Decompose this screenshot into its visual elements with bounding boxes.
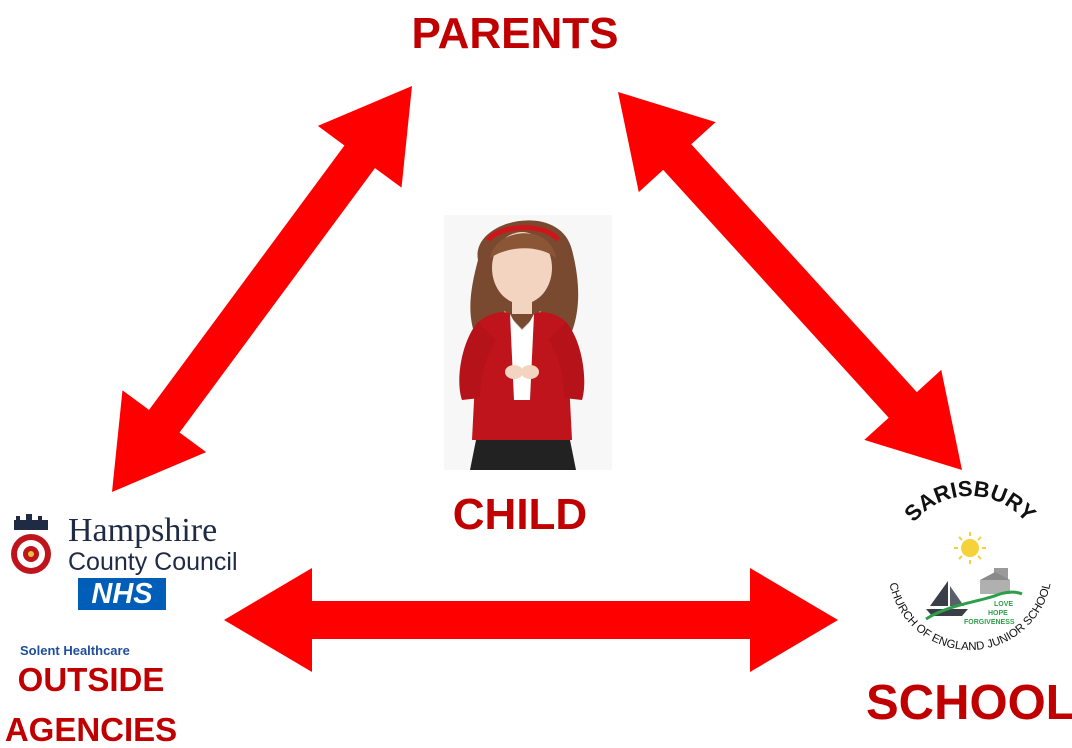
child-hand-left bbox=[505, 365, 523, 379]
sarisbury-school-logo: SARISBURY CHURCH OF ENGLAND JUNIOR SCHOO… bbox=[886, 476, 1053, 653]
child-arm-right bbox=[548, 322, 585, 400]
child-skirt bbox=[470, 440, 576, 470]
county-council-text: County Council bbox=[68, 548, 238, 576]
child-arm-left bbox=[459, 322, 496, 400]
solent-healthcare-text: Solent Healthcare bbox=[20, 643, 130, 658]
school-arc-bottom-text: CHURCH OF ENGLAND JUNIOR SCHOOL bbox=[886, 581, 1053, 653]
child-neck bbox=[512, 300, 532, 314]
child-cardigan bbox=[472, 312, 572, 440]
child-label: CHILD bbox=[452, 490, 588, 539]
value-love: LOVE bbox=[994, 601, 1013, 608]
outside-agencies-label-line1: OUTSIDE bbox=[17, 661, 165, 698]
hill-line bbox=[925, 590, 1023, 621]
sailboat-icon bbox=[926, 581, 968, 616]
church-icon bbox=[980, 568, 1010, 594]
child-hand-right bbox=[521, 365, 539, 379]
parents-label: PARENTS bbox=[411, 9, 619, 58]
school-label: SCHOOL bbox=[866, 676, 1072, 730]
arrow-parents-school bbox=[618, 92, 962, 471]
arrow-parents-outside bbox=[112, 86, 412, 493]
school-arc-top-text: SARISBURY bbox=[899, 476, 1041, 526]
arrow-outside-school bbox=[224, 568, 838, 672]
hampshire-text: Hampshire bbox=[68, 512, 218, 549]
outside-agencies-label-line2: AGENCIES bbox=[4, 711, 178, 748]
child-fringe bbox=[490, 233, 556, 258]
nhs-logo: NHS bbox=[78, 578, 166, 610]
rose-crown-icon bbox=[11, 514, 51, 574]
value-hope: HOPE bbox=[988, 610, 1008, 617]
hampshire-county-council-logo: Hampshire County Council NHS bbox=[8, 512, 258, 612]
child-headband bbox=[486, 225, 561, 242]
value-forgiveness: FORGIVENESS bbox=[964, 619, 1015, 626]
sun-icon bbox=[954, 532, 986, 564]
